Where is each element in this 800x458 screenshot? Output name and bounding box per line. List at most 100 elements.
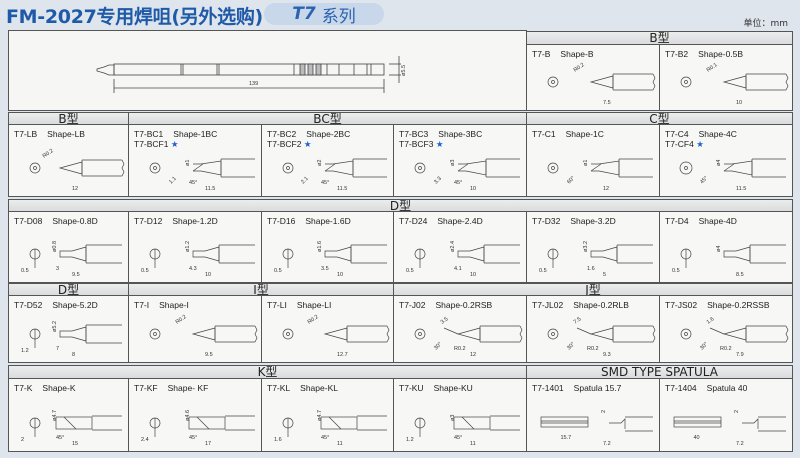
tip-outline bbox=[680, 325, 789, 343]
tip-code: T7-KU bbox=[399, 383, 424, 393]
dimension-label: 45° bbox=[321, 435, 329, 441]
dimension-label: 10 bbox=[736, 100, 742, 106]
tip-outline bbox=[414, 158, 520, 178]
dimension-label: 10 bbox=[470, 186, 476, 192]
dimension-label: 15 bbox=[72, 441, 78, 447]
end-view-circle bbox=[680, 328, 692, 340]
dimension-label: R0.2 bbox=[587, 346, 599, 352]
tip-drawing: R0.2 12 bbox=[29, 148, 125, 192]
end-view-circle bbox=[547, 76, 559, 88]
dimension-label: 5 bbox=[603, 272, 606, 278]
tip-outline bbox=[414, 415, 520, 437]
dimension-label: 12 bbox=[72, 186, 78, 192]
tip-code: T7-D32 bbox=[532, 216, 561, 226]
tip-outline bbox=[673, 416, 786, 432]
dimension-label: 10 bbox=[337, 272, 343, 278]
unit-label: 单位：mm bbox=[743, 19, 788, 29]
section-header: SMD TYPE SPATULA bbox=[526, 365, 793, 379]
dimension-label: 17 bbox=[205, 441, 211, 447]
dimension-label: R0.2 bbox=[307, 314, 320, 326]
tip-outline bbox=[680, 244, 786, 268]
tip-code: T7-K bbox=[14, 383, 33, 393]
dimension-label: 2 bbox=[601, 410, 607, 413]
tip-outline bbox=[282, 325, 390, 343]
star-icon: ★ bbox=[170, 139, 179, 149]
dimension-label: 7.9 bbox=[736, 352, 744, 358]
dimension-label: ø4.6 bbox=[185, 410, 191, 421]
tip-outline bbox=[149, 415, 255, 437]
tip-drawing: R0.212.7 bbox=[282, 314, 390, 358]
tip-code: T7-D16 bbox=[267, 216, 296, 226]
end-view-circle bbox=[29, 162, 41, 174]
tip-shape: Shape-0.8D bbox=[52, 216, 98, 226]
end-view-circle bbox=[680, 76, 692, 88]
tip-code: T7-JS02 bbox=[665, 300, 698, 310]
dimension-label: 8.5 bbox=[736, 272, 744, 278]
tip-shape: Shape-I bbox=[159, 300, 189, 310]
dimension-label: 10 bbox=[205, 272, 211, 278]
tip-outline bbox=[547, 325, 656, 343]
dimension-label: 0.5 bbox=[406, 268, 414, 274]
tip-shape: Shape-2BC bbox=[306, 129, 351, 139]
dimension-label: 11.5 bbox=[205, 186, 215, 192]
dimension-label: R0.2 bbox=[720, 346, 732, 352]
tip-drawing: 3.530°R0.212 bbox=[414, 316, 523, 358]
tip-outline bbox=[414, 325, 523, 343]
end-view-circle bbox=[149, 328, 161, 340]
tip-shape: Shape-5.2D bbox=[52, 300, 98, 310]
dimension-label: ø1 bbox=[583, 160, 589, 166]
star-icon: ★ bbox=[303, 139, 312, 149]
tip-alt-code: T7-BCF3 bbox=[399, 139, 434, 149]
dimension-label: 1.6 bbox=[587, 266, 595, 272]
tip-shape: Shape-0.2RSB bbox=[435, 300, 493, 310]
dimension-label: ø3 bbox=[450, 415, 456, 421]
dimension-label: 1.6 bbox=[706, 316, 716, 325]
tip-outline bbox=[547, 73, 656, 91]
dimension-label: 2.1 bbox=[300, 176, 310, 186]
length-dimension: 139 bbox=[249, 81, 258, 87]
tip-drawing: R0.110 bbox=[680, 62, 789, 106]
dimension-label: 11.5 bbox=[337, 186, 347, 192]
tip-shape: Shape-3.2D bbox=[570, 216, 616, 226]
dimension-label: 0.5 bbox=[141, 268, 149, 274]
tip-drawing: R0.27.5 bbox=[547, 62, 656, 106]
dimension-label: 7.5 bbox=[603, 100, 611, 106]
dimension-label: 3.5 bbox=[440, 316, 450, 325]
dimension-label: R0.2 bbox=[42, 148, 55, 160]
dimension-label: 30° bbox=[699, 341, 709, 351]
end-view-circle bbox=[282, 328, 294, 340]
tip-code: T7-D12 bbox=[134, 216, 163, 226]
tip-alt-code: T7-BCF2 bbox=[267, 139, 302, 149]
tip-outline bbox=[282, 158, 387, 178]
dimension-label: 45° bbox=[454, 435, 462, 441]
dimension-label: 7.5 bbox=[573, 316, 583, 325]
dimension-label: ø5.2 bbox=[52, 321, 58, 332]
tip-drawing: 15.727.2 bbox=[540, 410, 653, 447]
dimension-label: 45° bbox=[699, 175, 709, 185]
tip-outline bbox=[149, 325, 258, 343]
page-title: FM-2027专用焊咀(另外选购) bbox=[6, 6, 263, 28]
dimension-label: 45° bbox=[321, 180, 329, 186]
tip-shape: Shape-KU bbox=[433, 383, 473, 393]
dimension-label: R0.2 bbox=[454, 346, 466, 352]
tip-code: T7-B2 bbox=[665, 49, 689, 59]
